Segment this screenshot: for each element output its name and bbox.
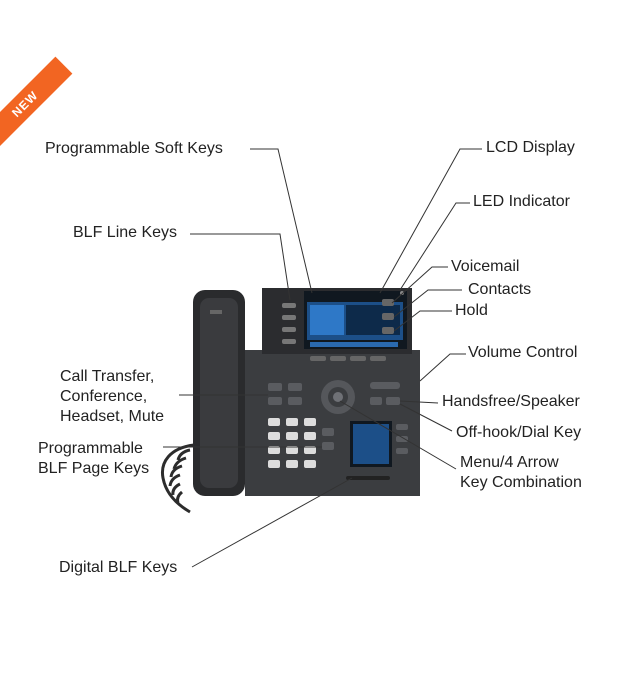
label-handsfree-speaker: Handsfree/Speaker bbox=[442, 393, 580, 410]
label-digital-blf-keys: Digital BLF Keys bbox=[59, 559, 178, 576]
label-blf-line-keys: BLF Line Keys bbox=[73, 224, 178, 241]
label-menu-arrow-line-2: Key Combination bbox=[460, 474, 582, 491]
label-programmable-soft-keys: Programmable Soft Keys bbox=[45, 140, 223, 157]
phone-base bbox=[245, 288, 420, 496]
label-call-transfer: Call Transfer, Conference, Headset, Mute bbox=[60, 367, 190, 427]
label-blf-page-keys-line-2: BLF Page Keys bbox=[38, 460, 150, 477]
label-call-transfer-line-2: Conference, bbox=[60, 388, 148, 405]
blf-page-key-2 bbox=[322, 442, 334, 450]
label-menu-arrow-line-1: Menu/4 Arrow bbox=[460, 454, 559, 471]
voicemail-key bbox=[382, 299, 394, 306]
label-menu-arrow: Menu/4 Arrow Key Combination bbox=[460, 453, 630, 493]
conference-key bbox=[288, 383, 302, 391]
offhook-key bbox=[370, 397, 382, 405]
transfer-key bbox=[268, 383, 282, 391]
dial-pad bbox=[268, 418, 316, 468]
hold-key bbox=[382, 327, 394, 334]
blf-page-key-1 bbox=[322, 428, 334, 436]
contacts-key bbox=[382, 313, 394, 320]
label-lcd-display: LCD Display bbox=[486, 139, 575, 156]
label-contacts: Contacts bbox=[468, 281, 532, 298]
label-volume-control: Volume Control bbox=[468, 344, 578, 361]
coiled-cord bbox=[160, 443, 195, 514]
leader-lines bbox=[163, 148, 482, 568]
headset-key bbox=[268, 397, 282, 405]
label-hold: Hold bbox=[455, 302, 488, 319]
handsfree-key bbox=[386, 397, 400, 405]
label-blf-page-keys-line-1: Programmable bbox=[38, 440, 143, 457]
volume-bar bbox=[370, 382, 400, 389]
label-blf-page-keys: Programmable BLF Page Keys bbox=[38, 439, 178, 479]
mute-key bbox=[288, 397, 302, 405]
label-offhook-dial-key: Off-hook/Dial Key bbox=[456, 424, 582, 441]
label-call-transfer-line-3: Headset, Mute bbox=[60, 408, 165, 425]
label-call-transfer-line-1: Call Transfer, bbox=[60, 368, 155, 385]
menu-button bbox=[333, 392, 343, 402]
label-voicemail: Voicemail bbox=[451, 258, 520, 275]
handset bbox=[193, 290, 245, 496]
label-led-indicator: LED Indicator bbox=[473, 193, 570, 210]
led-indicator bbox=[400, 291, 404, 295]
